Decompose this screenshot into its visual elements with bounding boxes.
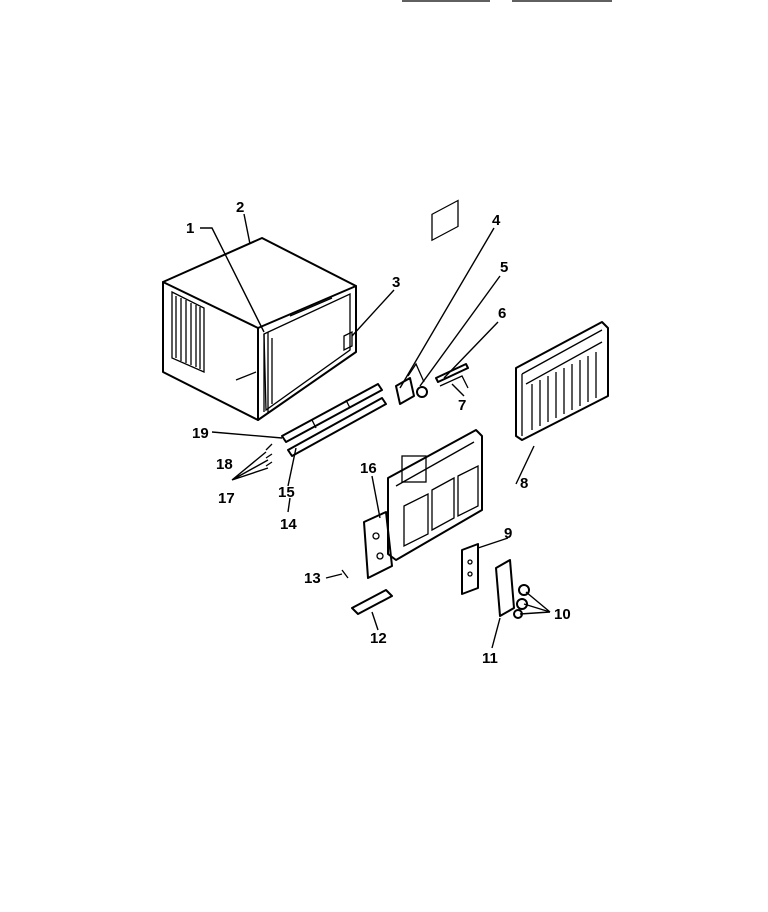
callout-2: 2 (236, 199, 244, 216)
side-bracket (343, 330, 353, 352)
bracket-assembly (395, 362, 428, 405)
callout-5: 5 (500, 259, 508, 276)
front-panel-frame (387, 199, 483, 561)
callout-15: 15 (278, 484, 295, 501)
callout-19: 19 (192, 425, 209, 442)
rod-pin (435, 363, 469, 383)
callout-11: 11 (482, 650, 498, 667)
bottom-rails (281, 383, 387, 457)
control-panel (495, 559, 515, 617)
clip-hardware (265, 443, 273, 467)
mounting-plate (363, 511, 393, 579)
grille-vanes (531, 352, 597, 430)
callout-1: 1 (186, 220, 194, 237)
cabinet-side-louvers (171, 290, 205, 373)
callout-4: 4 (492, 212, 501, 229)
callout-14: 14 (280, 516, 297, 533)
screw (341, 569, 349, 579)
callout-9: 9 (504, 525, 512, 542)
knobs (513, 584, 530, 619)
control-plate (461, 543, 479, 595)
callout-8: 8 (520, 475, 528, 492)
callout-13: 13 (304, 570, 321, 587)
handle (351, 589, 393, 615)
cabinet-wrapper (162, 237, 357, 421)
callout-7: 7 (458, 397, 466, 414)
callout-10: 10 (554, 606, 571, 623)
callout-18: 18 (216, 456, 233, 473)
callout-labels: 1 2 3 4 5 6 7 8 9 10 11 12 13 14 15 16 1… (186, 199, 571, 667)
callout-3: 3 (392, 274, 400, 291)
front-grille (515, 321, 609, 441)
spring-clip (439, 375, 469, 389)
leader-lines (200, 213, 551, 649)
callout-17: 17 (218, 490, 235, 507)
callout-12: 12 (370, 630, 387, 647)
callout-16: 16 (360, 460, 377, 477)
callout-6: 6 (498, 305, 506, 322)
